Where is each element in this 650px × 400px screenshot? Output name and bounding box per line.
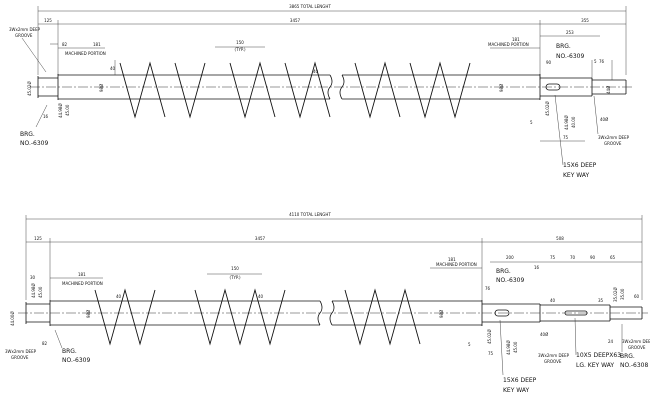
- top-d76: 76: [599, 59, 605, 64]
- top-d253: 253: [566, 30, 574, 35]
- bottom-mid-length: 3457: [255, 236, 266, 241]
- top-phi-r1: 45.02Ø: [545, 101, 550, 116]
- bottom-brg-right-no: NO.-6308: [620, 362, 648, 369]
- bottom-d76: 76: [485, 286, 491, 291]
- bottom-keyway-1: 15X6 DEEP: [503, 377, 537, 384]
- top-groove-right-1: 3Wx2mm DEEP: [598, 135, 630, 140]
- top-left-length: 125: [44, 18, 52, 23]
- bottom-phi-r3: 45.00: [513, 341, 518, 353]
- bottom-pitch: 150: [231, 266, 239, 271]
- bottom-brg-mid-label: BRG.: [496, 268, 511, 275]
- top-brg-left-label: BRG.: [20, 131, 35, 138]
- bottom-groove-mid-1: 3Wx2mm DEEP: [538, 353, 570, 358]
- top-d5b: 5: [530, 120, 533, 125]
- top-phi-left3: 45.00: [65, 104, 70, 116]
- bottom-phi-r5: 35.00: [620, 288, 625, 300]
- top-flight-b: 40: [313, 69, 319, 74]
- bottom-d16: 16: [534, 265, 540, 270]
- bottom-d75a: 75: [550, 255, 556, 260]
- top-typ: (TYP.): [234, 47, 246, 52]
- bottom-flight-a: 40: [116, 294, 122, 299]
- bottom-typ: (TYP.): [229, 275, 241, 280]
- bottom-d65: 65: [610, 255, 616, 260]
- top-groove-note-2: GROOVE: [15, 33, 33, 38]
- top-phi-end: 44Ø: [606, 86, 611, 94]
- bottom-shaft: 4110 TOTAL LENGHT 125 3457 508 181 MACHI…: [5, 212, 650, 394]
- bottom-d75b: 75: [488, 351, 494, 356]
- top-phi-shaft-r: 98Ø: [499, 84, 504, 92]
- bottom-d5: 5: [468, 342, 471, 347]
- top-keyway-2: KEY WAY: [563, 172, 590, 179]
- bottom-d70: 70: [570, 255, 576, 260]
- bottom-d82: 82: [42, 341, 48, 346]
- top-pitch: 150: [236, 40, 244, 45]
- bottom-total-length: 4110 TOTAL LENGHT: [289, 212, 331, 217]
- bottom-d40: 40: [550, 298, 556, 303]
- top-phi-shaft-l: 98Ø: [99, 84, 104, 92]
- bottom-right-length: 508: [556, 236, 564, 241]
- bottom-brg-left-label: BRG.: [62, 348, 77, 355]
- top-brg-right-label: BRG.: [556, 43, 571, 50]
- top-d181-left: 181: [93, 42, 101, 47]
- bottom-d30: 30: [30, 275, 36, 280]
- bottom-d200: 200: [506, 255, 514, 260]
- top-d90: 90: [546, 60, 552, 65]
- top-brg-right-no: NO.-6309: [556, 53, 584, 60]
- top-keyway-1: 15X6 DEEP: [563, 162, 597, 169]
- top-brg-left-no: NO.-6309: [20, 140, 48, 147]
- top-d16: 16: [43, 114, 49, 119]
- bottom-phi-shaft-l: 98Ø: [86, 310, 91, 318]
- top-d82: 82: [62, 42, 68, 47]
- bottom-machined-right: MACHINED PORTION: [436, 262, 477, 267]
- bottom-keyway-4: LG. KEY WAY: [576, 362, 614, 369]
- top-total-length: 3865 TOTAL LENGHT: [289, 4, 331, 9]
- top-phi-end2: 40Ø: [600, 117, 608, 122]
- bottom-phi-r1: 45.02Ø: [487, 329, 492, 344]
- bottom-groove-mid-2: GROOVE: [544, 359, 562, 364]
- top-phi-r2: 44.98Ø: [564, 115, 569, 130]
- bottom-phi-left3: 44.00Ø: [10, 311, 15, 326]
- bottom-groove-left-1: 3Wx2mm DEEP: [5, 349, 37, 354]
- bottom-d35: 35: [598, 298, 604, 303]
- top-shaft: 3865 TOTAL LENGHT 125 3457 355 3Wx2mm DE…: [9, 4, 632, 179]
- bottom-phi-r6: 35.02Ø: [613, 287, 618, 302]
- bottom-brg-right-label: BRG.: [620, 353, 635, 360]
- top-d75: 75: [563, 135, 569, 140]
- bottom-left-length: 125: [34, 236, 42, 241]
- bottom-groove-right-2: GROOVE: [628, 345, 646, 350]
- bottom-phi-shaft-r: 98Ø: [439, 310, 444, 318]
- top-flight-a: 40: [110, 66, 116, 71]
- top-d5: 5: [594, 59, 597, 64]
- bottom-groove-left-2: GROOVE: [11, 355, 29, 360]
- bottom-d181-left: 181: [78, 272, 86, 277]
- bottom-d90: 90: [590, 255, 596, 260]
- top-machined-right: MACHINED PORTION: [488, 42, 529, 47]
- top-right-length: 355: [581, 18, 589, 23]
- bottom-brg-mid-no: NO.-6309: [496, 277, 524, 284]
- bottom-flight-b: 40: [258, 294, 264, 299]
- top-mid-length: 3457: [290, 18, 301, 23]
- bottom-brg-left-no: NO.-6309: [62, 357, 90, 364]
- bottom-machined-left: MACHINED PORTION: [62, 281, 103, 286]
- top-machined-left: MACHINED PORTION: [65, 51, 106, 56]
- bottom-phi-left: 45.00: [38, 286, 43, 298]
- bottom-keyway-2: KEY WAY: [503, 387, 530, 394]
- bottom-phi-r4: 40Ø: [540, 332, 548, 337]
- top-phi-r3: 40.00: [571, 116, 576, 128]
- top-groove-note-1: 3Wx2mm DEEP: [9, 27, 41, 32]
- top-d181-right: 181: [512, 37, 520, 42]
- top-groove-right-2: GROOVE: [604, 141, 622, 146]
- bottom-phi-r2: 44.98Ø: [506, 340, 511, 355]
- bottom-keyway-3: 10X5 DEEPX63: [576, 352, 621, 359]
- bottom-d24: 24: [608, 339, 614, 344]
- bottom-groove-right-1: 3Wx2mm DEEP: [622, 339, 650, 344]
- top-phi-left2: 44.98Ø: [58, 103, 63, 118]
- bottom-d60: 60: [634, 294, 640, 299]
- bottom-phi-left2: 44.98Ø: [31, 283, 36, 298]
- bottom-d181-right: 181: [448, 257, 456, 262]
- top-phi-left: 45.02Ø: [27, 81, 32, 96]
